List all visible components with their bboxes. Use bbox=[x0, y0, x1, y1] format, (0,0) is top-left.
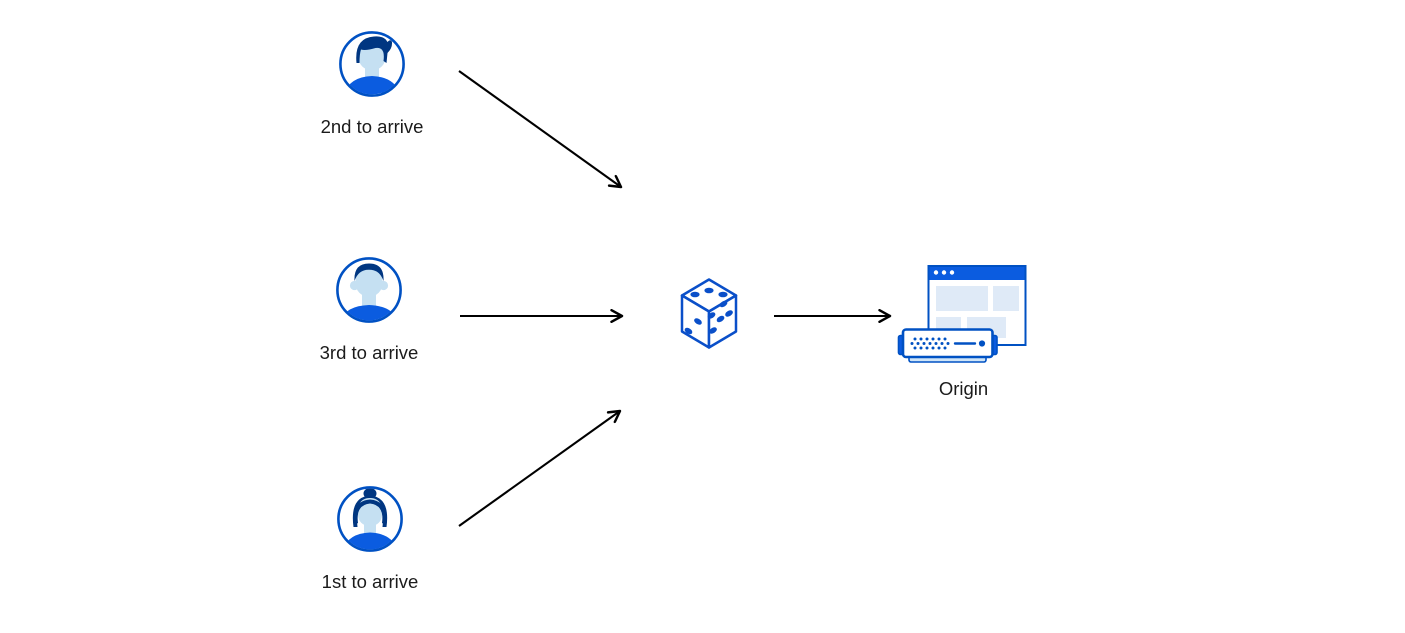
visitor-first-label: 1st to arrive bbox=[321, 571, 419, 592]
node-visitor-third: 3rd to arrive bbox=[299, 256, 439, 363]
server-icon bbox=[897, 328, 998, 363]
origin-label: Origin bbox=[938, 378, 989, 399]
browser-window-icon bbox=[927, 265, 1027, 346]
visitor-third-label: 3rd to arrive bbox=[319, 342, 419, 363]
male-user-short-hair-avatar-icon bbox=[336, 257, 402, 323]
node-random-selector bbox=[679, 277, 739, 351]
node-visitor-second: 2nd to arrive bbox=[302, 30, 442, 137]
node-origin: Origin bbox=[896, 260, 1031, 399]
node-visitor-first: 1st to arrive bbox=[300, 485, 440, 592]
male-user-avatar-icon bbox=[339, 31, 405, 97]
female-user-avatar-icon bbox=[337, 486, 403, 552]
origin-server-browser-icon bbox=[897, 265, 1027, 363]
dice-icon bbox=[680, 278, 738, 349]
visitor-second-label: 2nd to arrive bbox=[320, 116, 424, 137]
arrow-visitor1-to-dice bbox=[458, 411, 620, 527]
arrow-visitor2-to-dice bbox=[458, 70, 621, 187]
